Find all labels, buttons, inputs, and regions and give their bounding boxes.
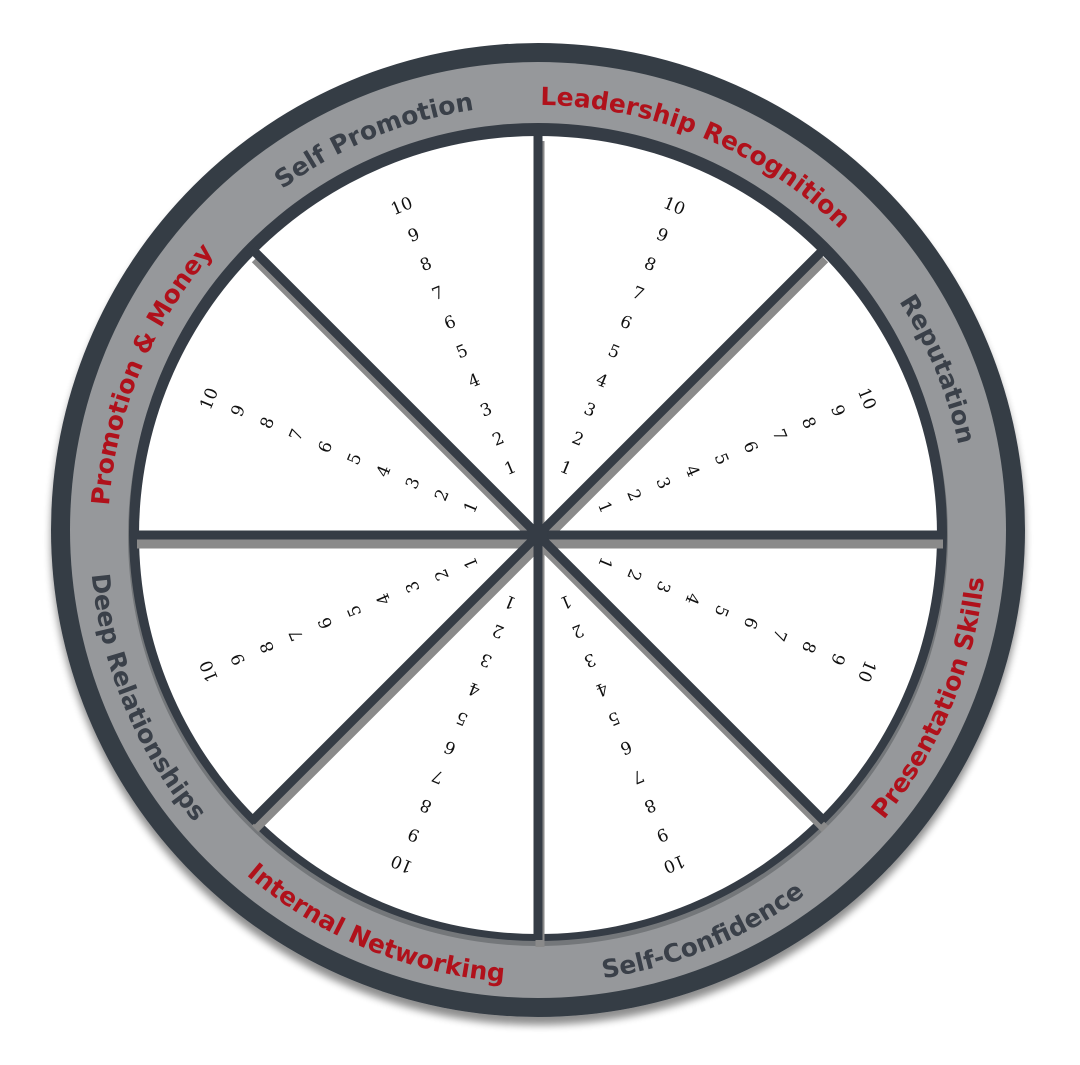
spoke-divider <box>248 245 542 539</box>
divider-shadow <box>251 255 544 548</box>
divider-shadow <box>536 255 829 548</box>
center-hub <box>528 525 548 545</box>
spoke-divider <box>248 531 542 825</box>
divider-shadow <box>251 540 544 833</box>
spoke-divider <box>534 245 828 539</box>
spoke-divider <box>534 531 828 825</box>
divider-shadow <box>536 540 829 833</box>
spoke-dividers <box>133 130 943 947</box>
